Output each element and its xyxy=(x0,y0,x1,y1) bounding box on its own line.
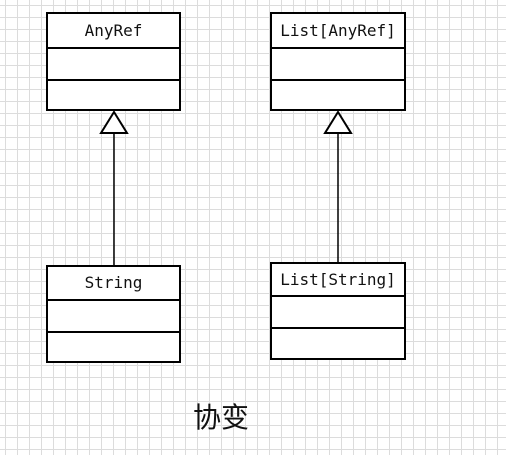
diagram-caption: 协变 xyxy=(193,401,250,434)
class-box-border xyxy=(46,265,181,363)
generalization-list-string-list-anyref xyxy=(323,110,353,262)
class-name-list-anyref: List[AnyRef] xyxy=(280,21,396,40)
class-name-list-string: List[String] xyxy=(280,270,396,289)
hollow-triangle-arrowhead-icon xyxy=(323,110,353,134)
class-name-anyref: AnyRef xyxy=(85,21,143,40)
class-box-border xyxy=(270,262,406,360)
class-box-border xyxy=(270,12,406,111)
hollow-triangle-arrowhead-icon xyxy=(99,110,129,134)
class-box-border xyxy=(46,12,181,111)
generalization-string-anyref xyxy=(99,110,129,265)
class-box-string[interactable]: String xyxy=(46,265,181,363)
class-box-anyref[interactable]: AnyRef xyxy=(46,12,181,111)
class-box-list-string[interactable]: List[String] xyxy=(270,262,406,360)
class-name-string: String xyxy=(85,273,143,292)
class-box-list-anyref[interactable]: List[AnyRef] xyxy=(270,12,406,111)
